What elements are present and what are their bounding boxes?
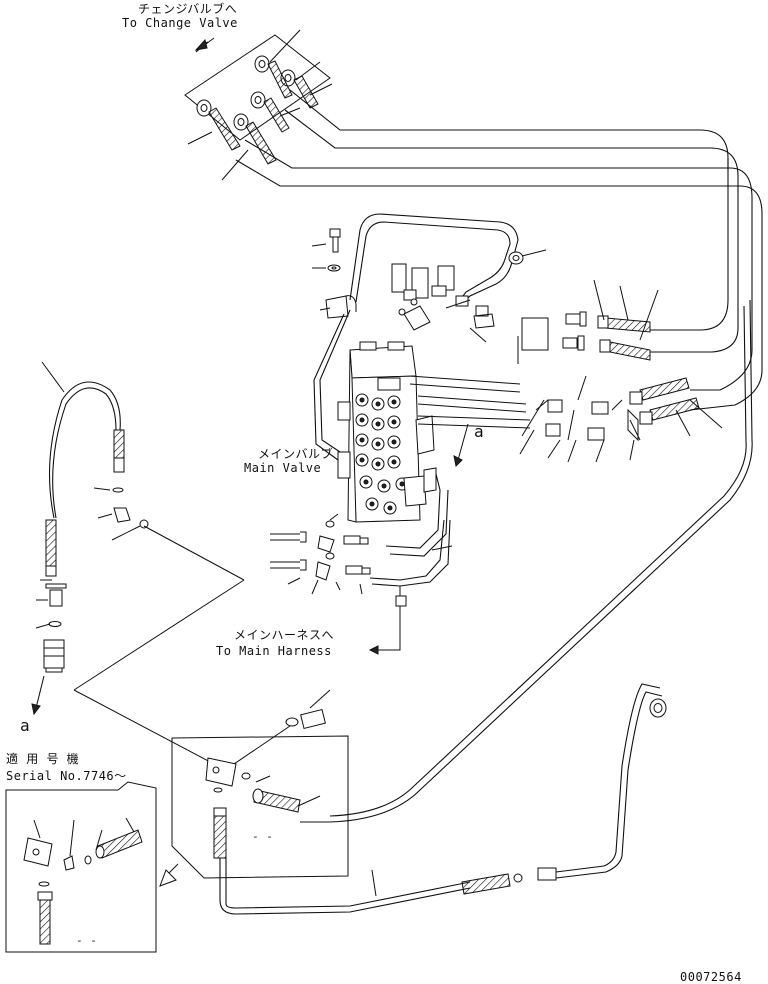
main-harness-label-jp: メインハーネスへ xyxy=(234,628,335,642)
change-valve-label-en: To Change Valve xyxy=(122,16,238,30)
upper-pipe-loop xyxy=(311,213,547,343)
serial-label-en: Serial No.7746～ xyxy=(6,769,127,783)
ref-a-upper: a xyxy=(474,422,485,441)
lower-valve-fittings xyxy=(270,473,453,655)
main-valve-label-en: Main Valve xyxy=(244,461,322,475)
main-valve-label-jp: メインバルブ xyxy=(258,447,334,461)
main-return-pipes xyxy=(219,299,753,915)
lower-detail-box xyxy=(171,689,349,879)
ref-arrow-a-upper xyxy=(453,423,469,468)
valve-spools xyxy=(355,393,409,515)
dash-mark-inset: - - xyxy=(76,934,98,947)
serial-inset xyxy=(5,781,179,953)
change-valve-label-jp: チェンジバルブへ xyxy=(138,2,238,16)
leader-lines xyxy=(73,525,245,765)
left-hose-assembly xyxy=(31,361,149,716)
drawing-number: 00072564 xyxy=(680,970,742,984)
dash-mark-center: - - xyxy=(252,830,274,843)
serial-label-jp: 適 用 号 機 xyxy=(6,752,80,766)
right-fittings xyxy=(517,279,723,463)
change-valve-pipes xyxy=(235,89,763,411)
change-valve-hose-group xyxy=(184,29,333,181)
ref-a-lower: a xyxy=(20,716,31,735)
main-harness-label-en: To Main Harness xyxy=(216,644,332,658)
main-valve-block xyxy=(313,309,531,523)
